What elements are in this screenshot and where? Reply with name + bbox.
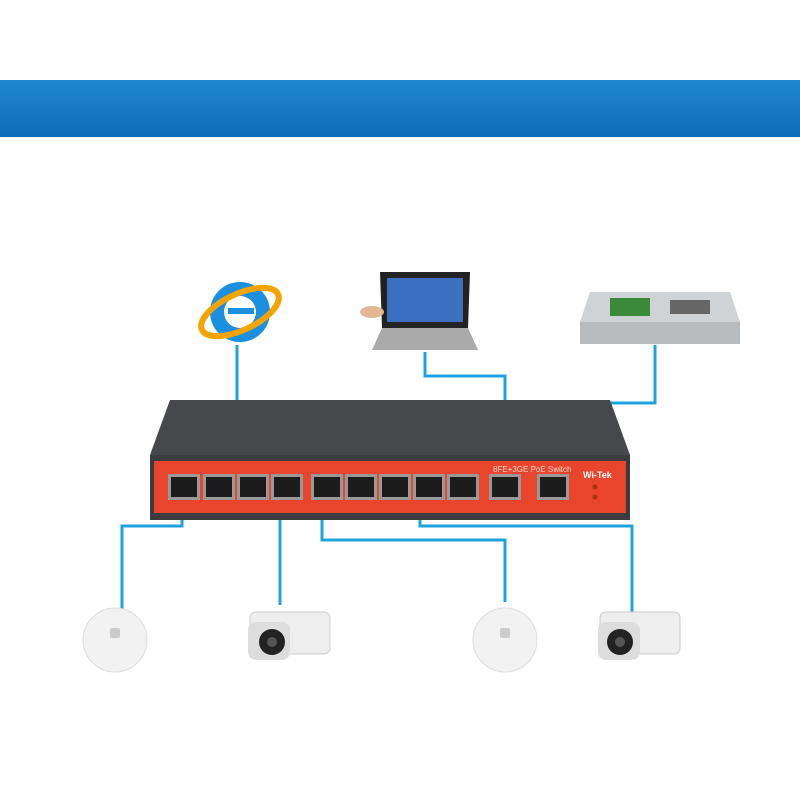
switch-title: 8FE+3GE PoE Switch — [493, 465, 571, 474]
port-socket — [274, 477, 300, 497]
port-socket — [540, 477, 566, 497]
ip-camera-2 — [598, 611, 681, 660]
laptop-icon — [360, 272, 478, 350]
nvr-icon — [580, 292, 740, 344]
ethernet-ports — [168, 474, 569, 500]
port-socket — [416, 477, 442, 497]
header-banner — [0, 80, 800, 137]
port-socket — [348, 477, 374, 497]
port-socket — [382, 477, 408, 497]
ip-camera-1 — [248, 611, 331, 660]
port-socket — [314, 477, 340, 497]
port-socket — [206, 477, 232, 497]
poe-switch: 8FE+3GE PoE Switch Wi-Tek — [150, 400, 630, 520]
brand-logo: Wi-Tek — [583, 470, 613, 480]
access-point-2 — [472, 607, 538, 673]
port-socket — [240, 477, 266, 497]
port-socket — [171, 477, 197, 497]
port-socket — [450, 477, 476, 497]
port-socket — [492, 477, 518, 497]
internet-icon — [198, 282, 282, 342]
access-point-1 — [82, 607, 148, 673]
